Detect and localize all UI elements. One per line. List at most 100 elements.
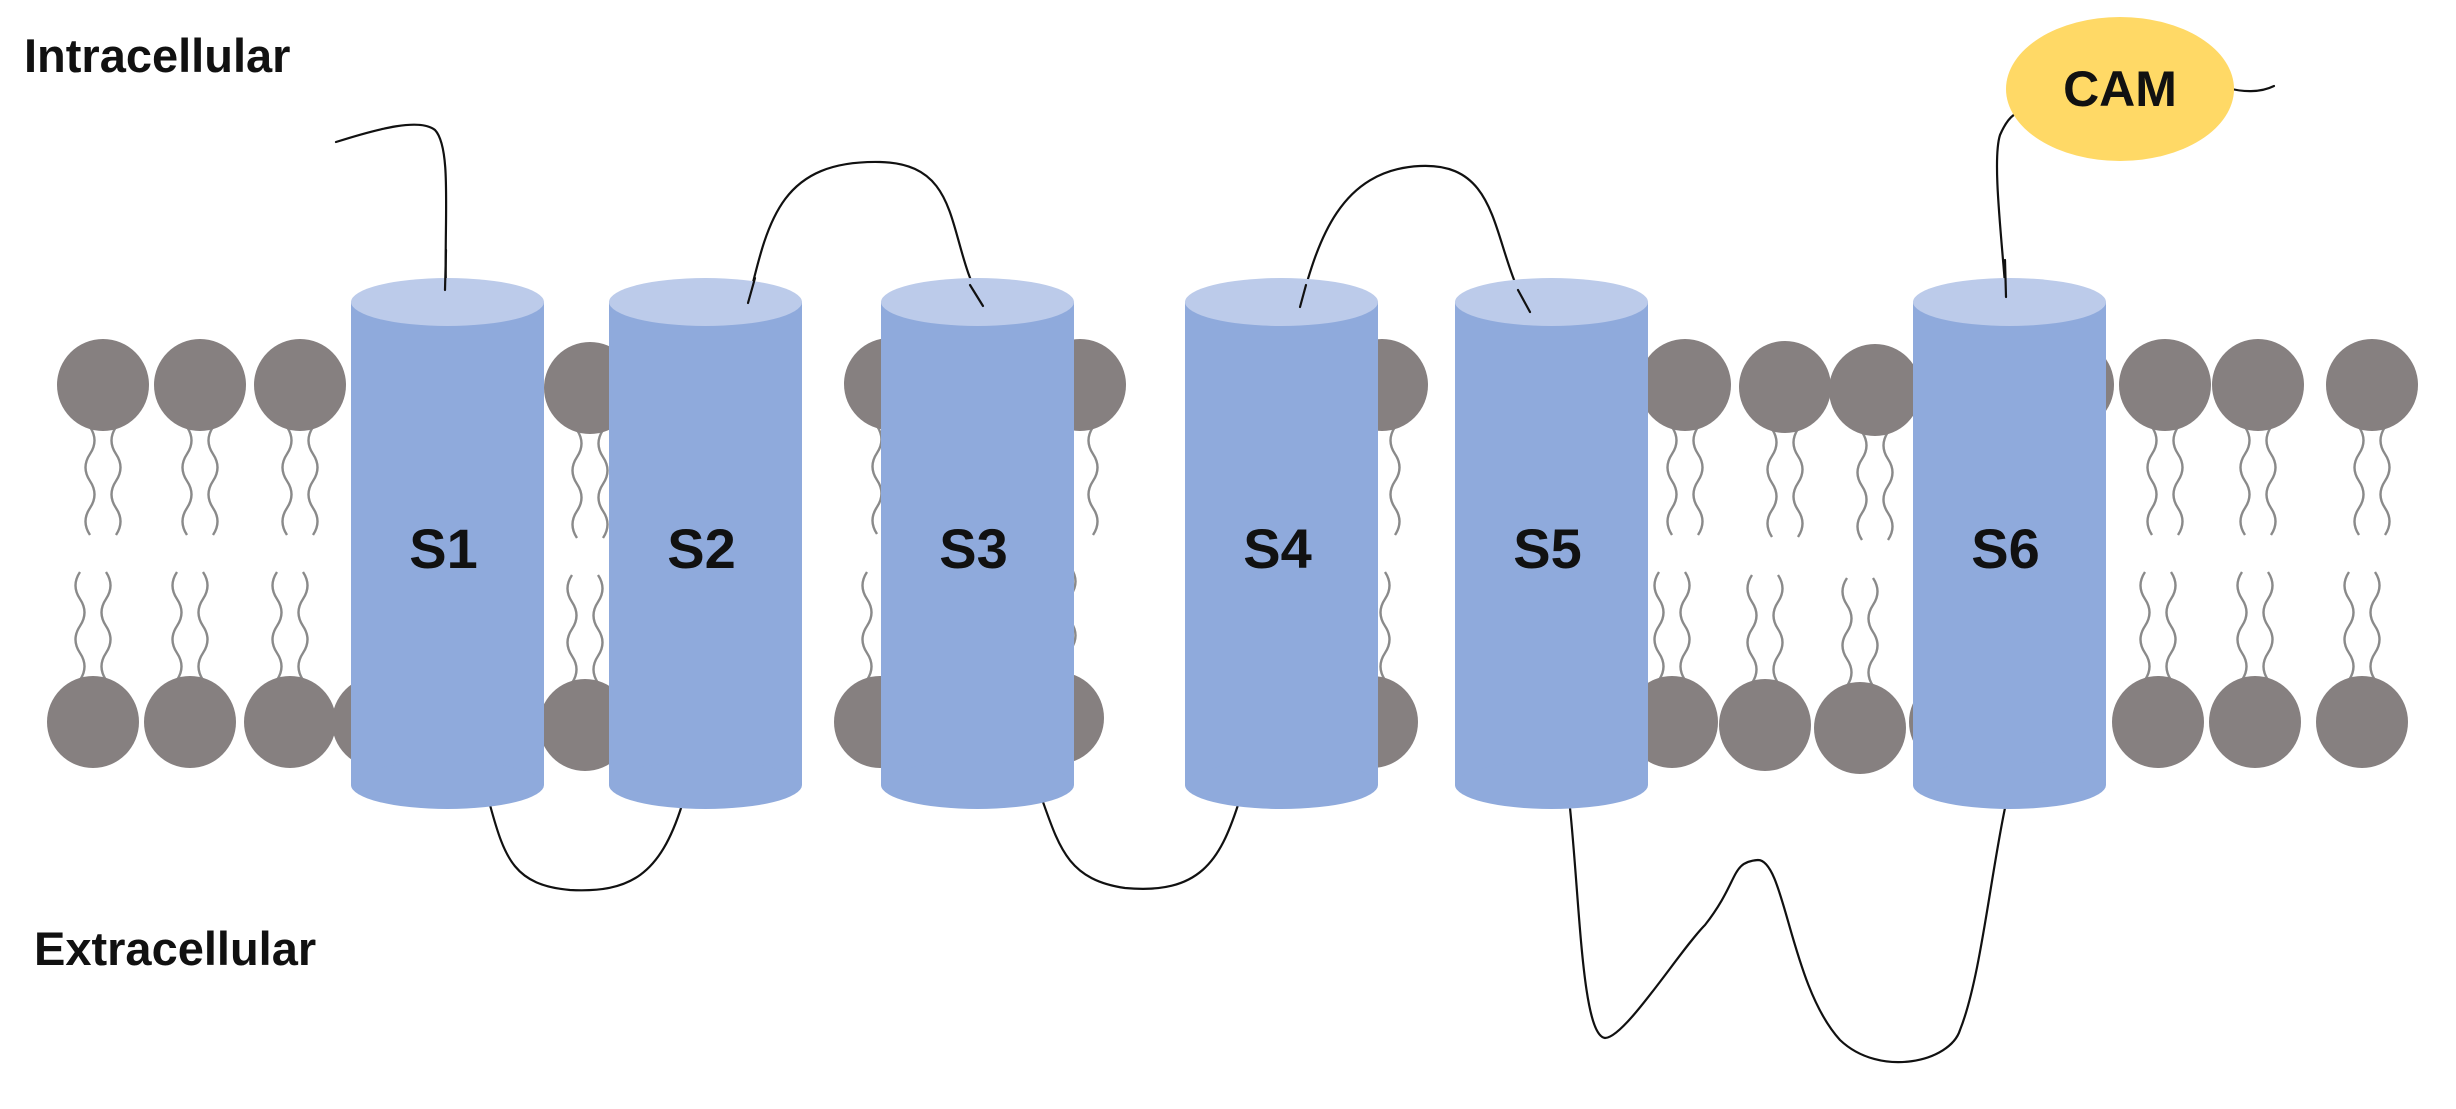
helix-label: S4 — [1243, 517, 1312, 580]
lipid-tail — [2369, 571, 2381, 681]
loop-s3-s4 — [1041, 800, 1240, 890]
loop-s2-s3 — [746, 160, 985, 308]
lipid-tail — [74, 571, 86, 681]
lipid-tail — [2265, 426, 2277, 536]
lipid-tail — [2172, 426, 2184, 536]
lipid-tail — [1389, 426, 1401, 536]
lipid-tail — [2146, 426, 2158, 536]
lipid-tail — [171, 571, 183, 681]
helix-label: S5 — [1513, 517, 1582, 580]
cam-linker — [1995, 108, 2032, 299]
lipid-tail — [1653, 571, 1665, 681]
lipid-tail — [84, 426, 96, 536]
s2-top-stub — [746, 276, 757, 305]
lipid-tail — [566, 574, 578, 684]
lipid-tail — [1882, 431, 1894, 541]
lipid-tail — [1792, 428, 1804, 538]
lipid-head — [1814, 682, 1906, 774]
lipid-tail — [110, 426, 122, 536]
helix-s1: S1 — [351, 278, 544, 809]
helix-top-cap — [881, 278, 1074, 326]
helix-bottom-cap — [351, 761, 544, 809]
lipid-tail — [207, 426, 219, 536]
loop-s5-s6 — [1568, 806, 2007, 1064]
lipid-tail — [2343, 571, 2355, 681]
lipid-head — [2112, 676, 2204, 768]
lipid-tail — [1766, 428, 1778, 538]
lipid-tail — [100, 571, 112, 681]
helix-body — [351, 302, 544, 785]
lipid-tail — [197, 571, 209, 681]
lipid-tail — [2379, 426, 2391, 536]
lipid-tail — [2236, 571, 2248, 681]
cam-label: CAM — [2063, 61, 2177, 117]
helix-body — [1455, 302, 1648, 785]
lipid-tail — [1746, 574, 1758, 684]
lipid-tail — [181, 426, 193, 536]
lipid-tail — [597, 429, 609, 539]
helix-body — [609, 302, 802, 785]
lipid-tail — [271, 571, 283, 681]
helix-s6: S6 — [1913, 278, 2106, 809]
lipid-head — [539, 679, 631, 771]
helix-label: S6 — [1971, 517, 2040, 580]
helix-body — [881, 302, 1074, 785]
n-terminus-tail — [334, 123, 448, 292]
helix-bottom-cap — [1913, 761, 2106, 809]
helix-s5: S5 — [1455, 278, 1648, 809]
lipid-head — [2119, 339, 2211, 431]
lipid-head — [144, 676, 236, 768]
s3-top-stub — [968, 283, 985, 308]
c-terminus-tail — [2226, 84, 2276, 93]
transmembrane-helices: S1 S2 S3 S4 S5 S6 — [351, 248, 2106, 809]
lipid-head — [1639, 339, 1731, 431]
helix-bottom-cap — [881, 761, 1074, 809]
lipid-tail — [297, 571, 309, 681]
lipid-head — [47, 676, 139, 768]
lipid-tail — [861, 571, 873, 681]
helix-s2: S2 — [609, 278, 802, 809]
helix-label: S3 — [939, 517, 1008, 580]
n-terminus-stub — [443, 248, 448, 292]
lipid-head — [2212, 339, 2304, 431]
helix-s3: S3 — [881, 278, 1074, 809]
helix-s4: S4 — [1185, 278, 1378, 809]
helix-top-cap — [351, 278, 544, 326]
lipid-tail — [281, 426, 293, 536]
helix-top-cap — [1913, 278, 2106, 326]
s6-top-stub — [2003, 258, 2008, 299]
lipid-tail — [571, 429, 583, 539]
s5-top-stub — [1516, 288, 1532, 314]
lipid-head — [1626, 676, 1718, 768]
lipid-tail — [1867, 577, 1879, 687]
lipid-tail — [2165, 571, 2177, 681]
loop-s4-s5 — [1298, 164, 1532, 314]
lipid-tail — [307, 426, 319, 536]
lipid-tail — [2139, 571, 2151, 681]
lipid-head — [57, 339, 149, 431]
lipid-tail — [1087, 426, 1099, 536]
lipid-tail — [1679, 571, 1691, 681]
intracellular-label: Intracellular — [24, 29, 291, 82]
helix-label: S2 — [667, 517, 736, 580]
lipid-head — [2209, 676, 2301, 768]
helix-body — [1913, 302, 2106, 785]
lipid-head — [254, 339, 346, 431]
lipid-tail — [1379, 571, 1391, 681]
lipid-head — [244, 676, 336, 768]
lipid-head — [1829, 344, 1921, 436]
lipid-head — [1739, 341, 1831, 433]
lipid-tail — [1666, 426, 1678, 536]
loops — [334, 84, 2276, 1064]
extracellular-label: Extracellular — [34, 922, 317, 975]
lipid-tail — [2262, 571, 2274, 681]
lipid-head — [2326, 339, 2418, 431]
loop-s1-s2 — [488, 803, 684, 892]
lipid-tail — [592, 574, 604, 684]
helix-top-cap — [1185, 278, 1378, 326]
cam-ellipse — [2006, 17, 2234, 161]
lipid-tail — [2353, 426, 2365, 536]
helix-top-cap — [1455, 278, 1648, 326]
